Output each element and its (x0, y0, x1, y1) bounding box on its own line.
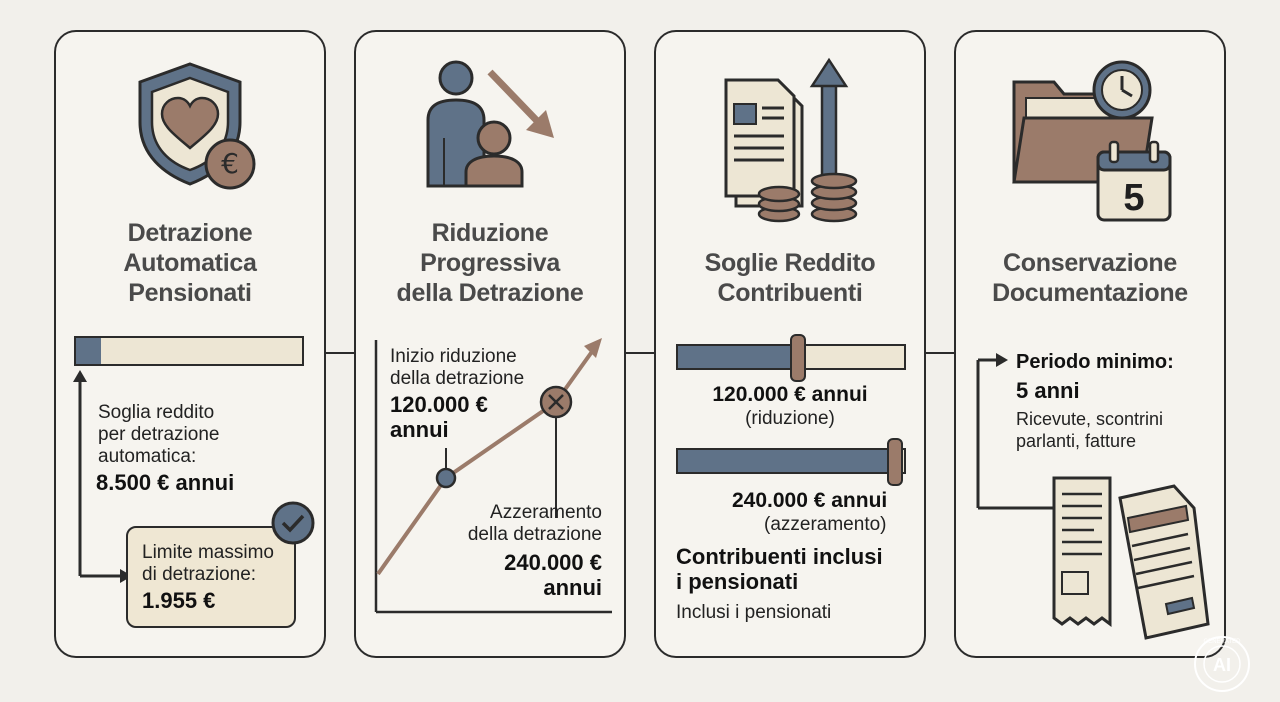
slider-knob-zero (886, 438, 903, 486)
threshold-value: 8.500 € annui (96, 470, 235, 495)
ai-badge-ring-text: GENERATED (1204, 639, 1242, 645)
slider-knob-reduction (789, 334, 806, 382)
income-bar-zero-fill (678, 450, 895, 472)
limit-box: Limite massimo di detrazione: 1.955 € (126, 526, 296, 628)
receipts-icon (1052, 476, 1210, 640)
included-text: Inclusi i pensionati (676, 602, 832, 623)
bar1-value: 120.000 € annui (712, 383, 868, 406)
documents-coins-up-arrow-icon (724, 57, 858, 223)
panel-3-title: Soglie Reddito Contribuenti (704, 249, 876, 307)
panel-detrazione-automatica: € Detrazione Automatica Pensionati Sogli… (54, 30, 326, 658)
shield-heart-euro-icon: € (138, 62, 256, 190)
connector-2-3 (626, 352, 654, 354)
panel-riduzione-progressiva: Riduzione Progressiva della Detrazione I… (354, 30, 626, 658)
panel-2-title: Riduzione Progressiva della Detrazione (396, 219, 584, 307)
ai-badge-text: AI (1213, 655, 1231, 675)
ai-generated-badge: AI GENERATED (1194, 636, 1250, 692)
bar2-note: (azzeramento) (764, 514, 887, 535)
period-value: 5 anni (1016, 378, 1080, 403)
connector-1-2 (326, 352, 354, 354)
calendar-number: 5 (1123, 177, 1144, 219)
connector-3-4 (926, 352, 954, 354)
start-value: 120.000 € annui (390, 392, 488, 442)
panel-soglie-reddito: Soglie Reddito Contribuenti 120.000 € an… (654, 30, 926, 658)
threshold-bar (74, 336, 304, 366)
bar1-note: (riduzione) (745, 408, 835, 429)
people-down-arrow-icon (426, 60, 554, 188)
threshold-label: Soglia reddito per detrazione automatica… (98, 402, 220, 467)
reduction-line (376, 344, 598, 576)
panel-4-title: Conservazione Documentazione (992, 249, 1188, 307)
reduction-chart (374, 338, 612, 614)
svg-text:€: € (221, 147, 239, 180)
bar2-value: 240.000 € annui (732, 489, 888, 512)
documents-text: Ricevute, scontrini parlanti, fatture (1016, 409, 1164, 451)
included-heading: Contribuenti inclusi i pensionati (676, 544, 883, 594)
limit-value: 1.955 € (142, 588, 216, 613)
start-label: Inizio riduzione della detrazione (390, 346, 525, 389)
period-label: Periodo minimo: (1016, 351, 1174, 373)
panel-1-title: Detrazione Automatica Pensionati (123, 219, 257, 307)
limit-label: Limite massimo di detrazione: (142, 542, 274, 585)
income-bar-reduction-fill (678, 346, 796, 368)
panel-conservazione-documentazione: 5 Conservazione Documentazione Periodo m… (954, 30, 1226, 658)
threshold-bar-fill (76, 338, 101, 364)
end-label: Azzeramento della detrazione (467, 502, 602, 545)
end-value: 240.000 € annui (504, 550, 602, 600)
income-bar-zero (676, 448, 906, 474)
check-circle-icon (271, 501, 315, 545)
start-point (435, 467, 457, 489)
folder-clock-calendar-icon: 5 (1012, 60, 1172, 222)
